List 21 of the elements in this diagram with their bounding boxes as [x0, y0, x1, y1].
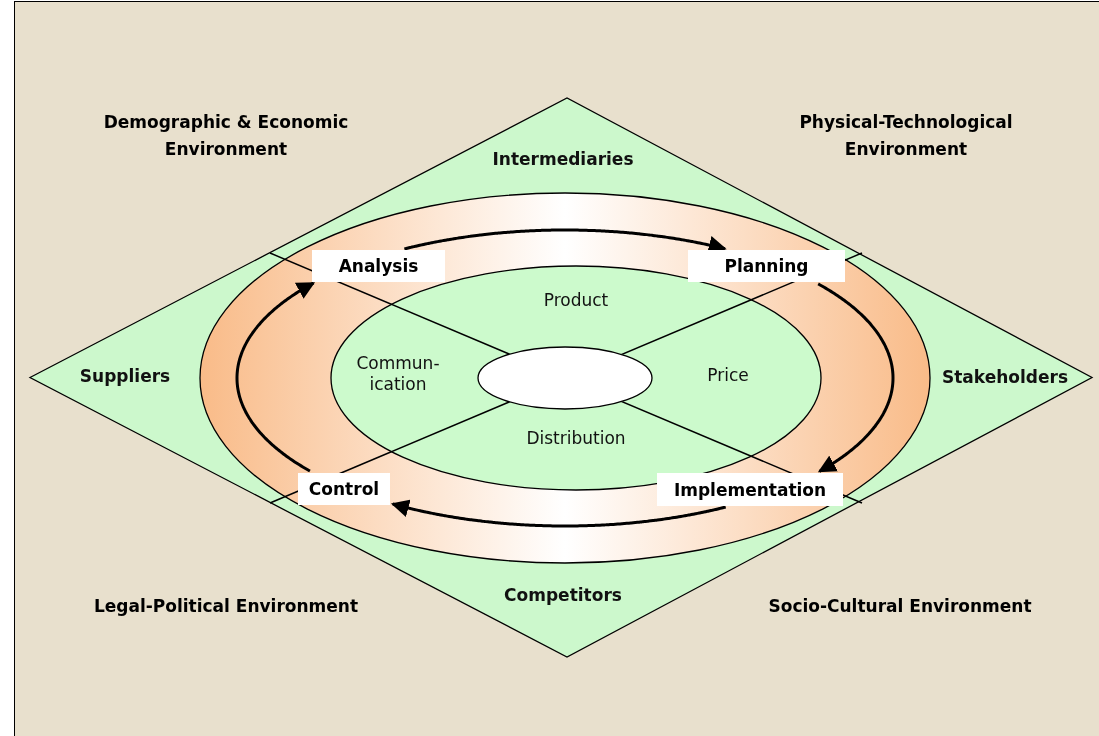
quadrant-label: Intermediaries [492, 149, 634, 171]
cycle-arrow [235, 281, 316, 473]
environment-diamond [30, 98, 1092, 657]
cycle-arrow [817, 282, 895, 473]
environment-label: Demographic & Economic Environment [102, 110, 350, 161]
mix-label: Price [707, 365, 749, 387]
stage-label: Control [298, 473, 390, 505]
quadrant-label: Stakeholders [942, 367, 1068, 389]
quadrant-label: Competitors [504, 585, 622, 607]
center-ellipse [477, 346, 653, 410]
stage-label: Planning [688, 250, 845, 282]
mix-label: Commun- ication [355, 352, 441, 396]
cycle-arrow [390, 499, 727, 528]
mix-label: Product [543, 290, 609, 312]
environment-label: Legal-Political Environment [92, 595, 360, 619]
mix-label: Distribution [526, 428, 626, 450]
stage-label: Analysis [312, 250, 445, 282]
environment-label: Physical-Technological Environment [798, 110, 1014, 161]
stage-label: Implementation [657, 473, 843, 506]
quadrant-label: Suppliers [79, 366, 171, 388]
environment-label: Socio-Cultural Environment [767, 595, 1033, 619]
